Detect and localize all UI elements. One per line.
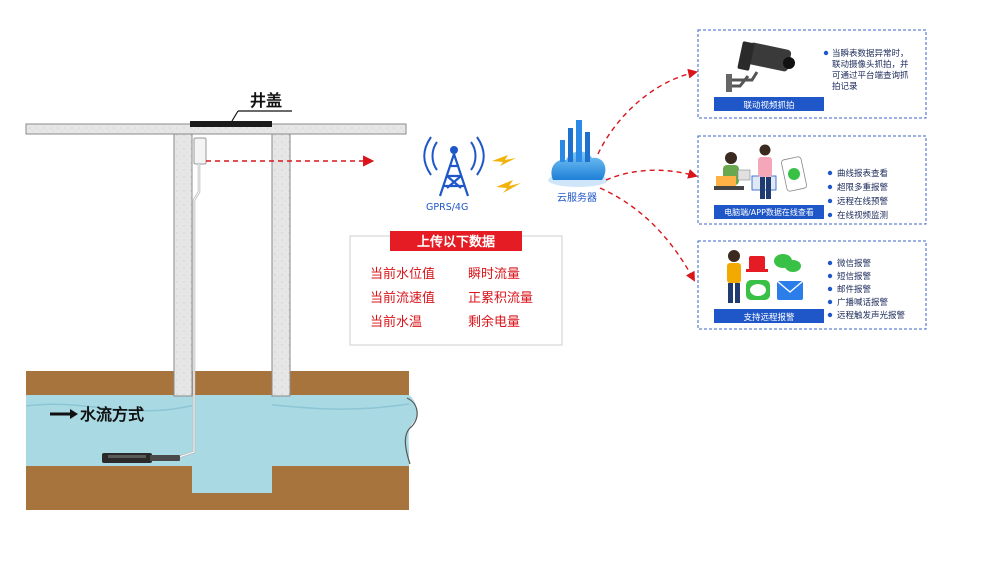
panel-item: 在线视频监测 (837, 210, 888, 221)
panel-remote-alarm: 支持远程报警 微信报警 短信报警 邮件报警 广播喊话报警 远程触发声光报警 (697, 240, 927, 330)
link-cloud-to-panel-2 (605, 169, 698, 181)
data-item: 当前流速值 (370, 290, 435, 306)
cloud-server-icon (548, 120, 608, 187)
upload-data-title: 上传以下数据 (417, 234, 495, 250)
panel-tag (714, 309, 824, 323)
bullet-icon (827, 184, 833, 190)
well-shaft-water (192, 400, 272, 466)
panel-tag-label: 电脑端/APP数据在线查看 (724, 207, 814, 217)
panel-item: 曲线报表查看 (837, 168, 888, 179)
panel-tag (714, 97, 824, 111)
users-with-devices-illustration (714, 144, 807, 199)
signal-tower-icon (423, 136, 485, 197)
bullet-icon (827, 299, 833, 305)
bullet-icon (827, 170, 833, 176)
person-illustration (727, 250, 741, 303)
sms-message-icon (746, 280, 770, 300)
panel-item: 短信报警 (837, 271, 872, 282)
panel-text-line: 可通过平台端查询抓 (832, 70, 909, 81)
well-wall-left (173, 133, 193, 397)
gprs-label: GPRS/4G (426, 202, 468, 213)
data-item: 当前水位值 (370, 266, 435, 282)
pipe-end-curve (404, 397, 418, 465)
flow-sensor (102, 453, 180, 463)
wechat-icon (774, 254, 801, 272)
bullet-icon (827, 212, 833, 218)
panel-tag-label: 联动视频抓拍 (743, 100, 794, 111)
data-item: 瞬时流量 (468, 267, 520, 282)
panel-item: 广播喊话报警 (837, 297, 889, 308)
data-item: 剩余电量 (468, 314, 520, 330)
well-structure (25, 121, 407, 466)
lightning-icon (492, 155, 516, 166)
bullet-icon (827, 198, 833, 204)
flow-direction-label: 水流方式 (80, 405, 144, 424)
panel-item: 邮件报警 (837, 284, 872, 295)
well-cover (190, 121, 272, 127)
camera-icon (726, 41, 795, 92)
link-cloud-to-panel-1 (597, 68, 698, 155)
panel-tag (714, 205, 824, 219)
data-item: 当前水温 (370, 314, 422, 330)
well-wall-right (271, 133, 291, 397)
alarm-light-icon (746, 256, 768, 272)
panel-item: 远程触发声光报警 (837, 310, 906, 321)
panel-text-line: 联动摄像头抓拍，并 (832, 59, 909, 70)
upload-data-box: 上传以下数据 当前水位值 当前流速值 当前水温 瞬时流量 正累积流量 剩余电量 (349, 231, 563, 346)
lightning-icon (496, 180, 521, 193)
bullet-icon (827, 286, 833, 292)
bullet-icon (823, 50, 829, 56)
email-icon (776, 280, 804, 300)
data-item: 正累积流量 (468, 291, 533, 306)
panel-tag-label: 支持远程报警 (743, 312, 795, 323)
well-cover-leader (231, 110, 239, 122)
soil-upper (26, 371, 409, 395)
water-sump (192, 466, 272, 493)
panel-text-line: 当瞬表数据异常时， (832, 48, 909, 59)
water-surface (25, 401, 410, 412)
bullet-icon (827, 273, 833, 279)
panel-online-view: 电脑端/APP数据在线查看 曲线报表查看 超限多重报警 远程在线预警 在线视频监… (697, 135, 927, 225)
cloud-server-label: 云服务器 (557, 191, 597, 204)
panel-text-line: 拍记录 (832, 81, 858, 92)
panel-item: 远程在线预警 (837, 196, 889, 207)
flow-arrow-head-icon (70, 409, 78, 419)
bullet-icon (827, 312, 833, 318)
panel-item: 微信报警 (837, 258, 872, 269)
meter-box (193, 137, 207, 165)
bullet-icon (827, 260, 833, 266)
well-cover-label: 井盖 (250, 91, 282, 110)
link-cloud-to-panel-3 (599, 187, 695, 282)
panel-item: 超限多重报警 (837, 182, 889, 193)
panel-video-capture: 联动视频抓拍 当瞬表数据异常时， 联动摄像头抓拍，并 可通过平台端查询抓 拍记录 (697, 29, 927, 119)
